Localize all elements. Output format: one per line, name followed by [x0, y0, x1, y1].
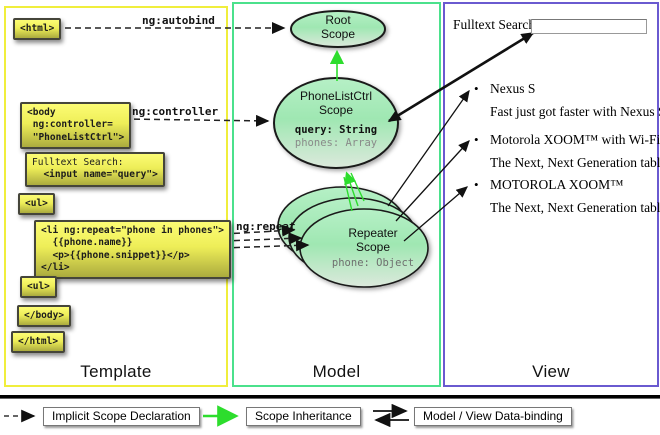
bullet-icon: •	[474, 81, 479, 96]
phonelistctrl-scope-ellipse	[273, 77, 399, 169]
fulltext-search-label: Fulltext Search:	[453, 17, 539, 32]
code-box-li-repeat: <li ng:repeat="phone in phones"> {{phone…	[34, 220, 232, 280]
repeat-arrows	[223, 224, 310, 252]
legend-separator	[0, 395, 660, 399]
repeater-scope-title: Repeater Scope	[348, 226, 398, 255]
repeater-prop-phone: phone: Object	[331, 257, 415, 269]
controller-arrow	[123, 114, 270, 127]
view-item-title: Motorola XOOM™ with Wi-Fi	[490, 132, 660, 147]
legend-binding-label: Model / View Data-binding	[414, 407, 572, 426]
legend-binding-arrows	[373, 403, 409, 428]
bullet-icon: •	[474, 177, 479, 192]
code-box-body-open: <body ng:controller= "PhoneListCtrl">	[20, 102, 132, 150]
repeater-scope-ellipse-stack	[277, 186, 429, 288]
legend-inheritance-label: Scope Inheritance	[246, 407, 361, 426]
code-box-ul-open: <ul>	[18, 193, 55, 216]
query-input-binding-arrow	[387, 31, 535, 123]
autobind-label: ng:autobind	[142, 14, 215, 27]
code-box-ul-close: <ul>	[20, 276, 57, 299]
code-box-html-open: <html>	[13, 18, 62, 41]
controller-label: ng:controller	[132, 105, 219, 118]
code-fulltext-label: Fulltext Search:	[32, 157, 124, 168]
view-item-desc: Fast just got faster with Nexus S.	[490, 104, 660, 119]
template-panel-label: Template	[80, 362, 152, 381]
legend-implicit-label: Implicit Scope Declaration	[43, 407, 200, 426]
repeater-view-binding-arrows	[387, 89, 470, 242]
phonelistctrl-prop-query: query: String	[294, 124, 378, 136]
phonelistctrl-prop-phones: phones: Array	[294, 137, 378, 149]
code-fulltext-input: <input name="query">	[32, 169, 158, 181]
view-item-title: Nexus S	[490, 81, 536, 96]
view-item-desc: The Next, Next Generation tablet.	[490, 155, 660, 170]
code-box-fulltext: Fulltext Search: <input name="query">	[25, 152, 165, 187]
root-scope-ellipse	[290, 10, 386, 48]
bullet-icon: •	[474, 132, 479, 147]
repeat-label: ng:repeat	[236, 220, 296, 233]
view-item-desc: The Next, Next Generation tablet.	[490, 200, 660, 215]
fulltext-search-input[interactable]	[531, 19, 647, 34]
code-box-html-close: </html>	[11, 331, 66, 354]
view-item-title: MOTOROLA XOOM™	[490, 177, 624, 192]
phonelistctrl-scope-title: PhoneListCtrl Scope	[299, 89, 373, 118]
root-scope-title: Root Scope	[320, 13, 356, 42]
view-panel-label: View	[532, 362, 570, 381]
code-box-body-close: </body>	[17, 305, 72, 328]
inheritance-arrows-repeater-to-phonelist	[343, 171, 365, 212]
model-panel-label: Model	[312, 362, 361, 381]
